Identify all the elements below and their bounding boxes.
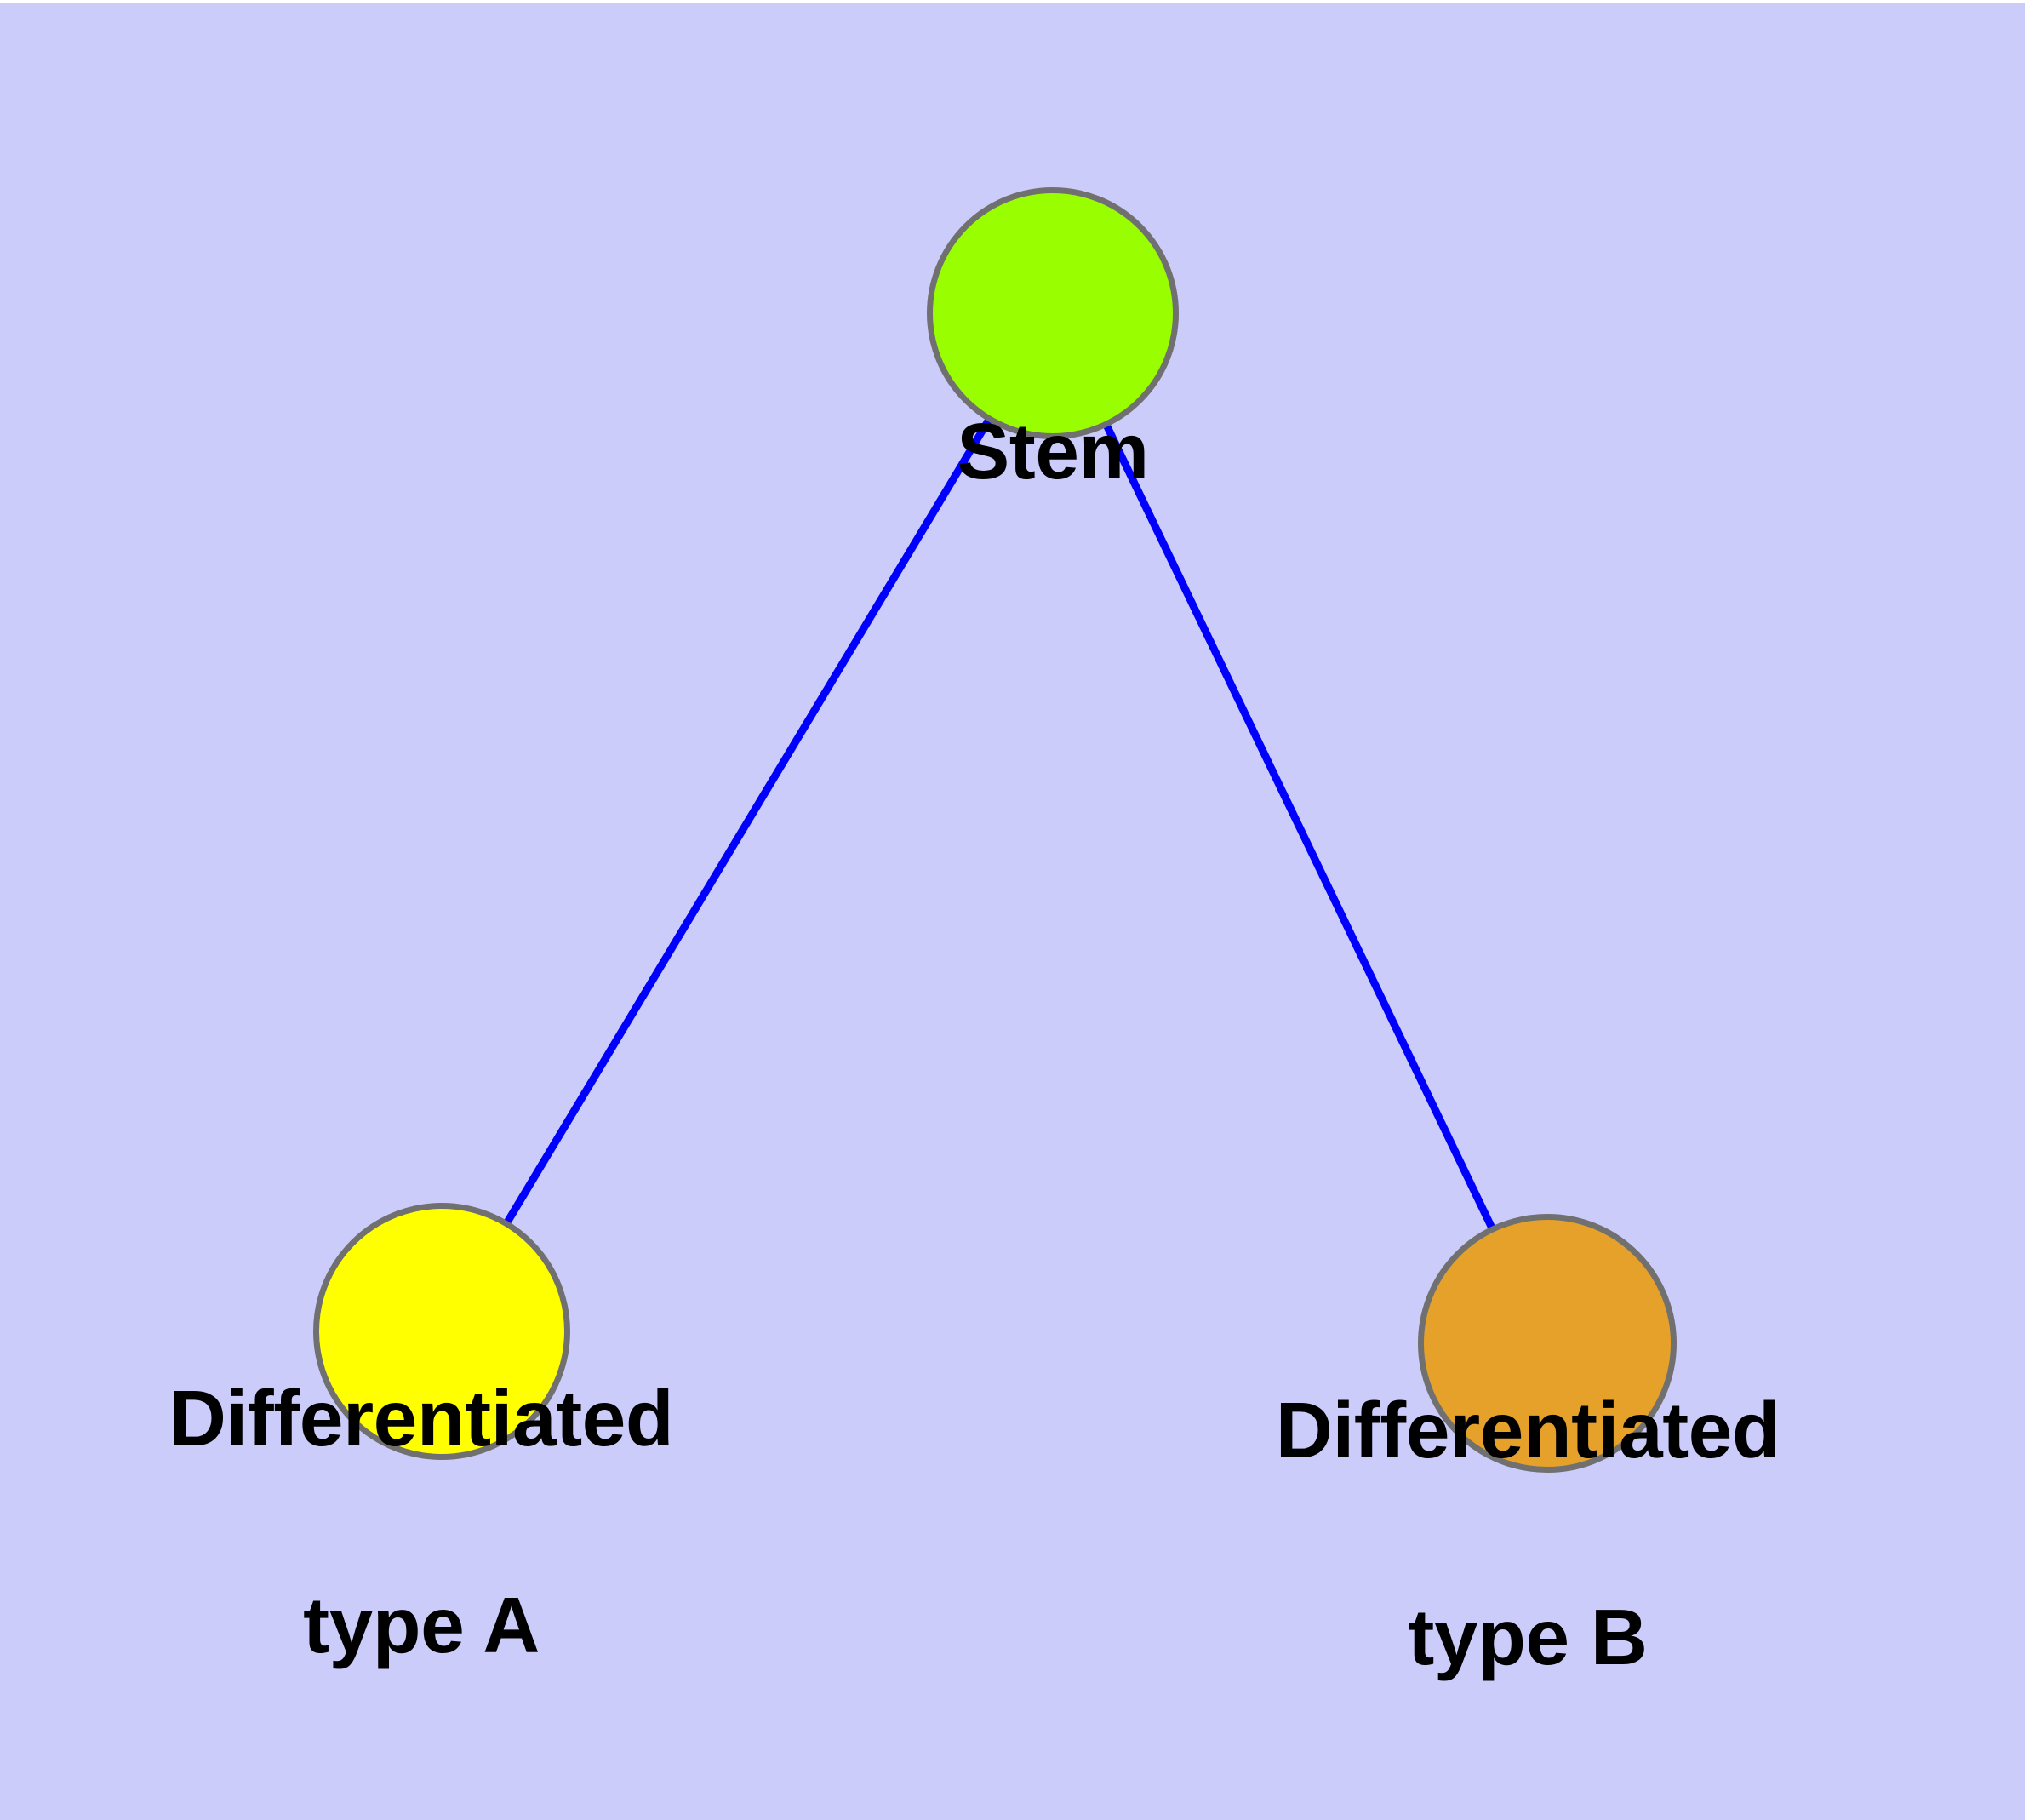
edge-layer	[438, 311, 1552, 1345]
node-differentiated-type-b[interactable]	[1418, 1214, 1677, 1473]
node-layer	[313, 187, 1677, 1473]
node-stem[interactable]	[927, 187, 1179, 439]
edge-stem-to-type-a[interactable]	[438, 311, 1056, 1334]
node-differentiated-type-a[interactable]	[313, 1203, 570, 1460]
edge-stem-to-type-b[interactable]	[1049, 312, 1552, 1345]
